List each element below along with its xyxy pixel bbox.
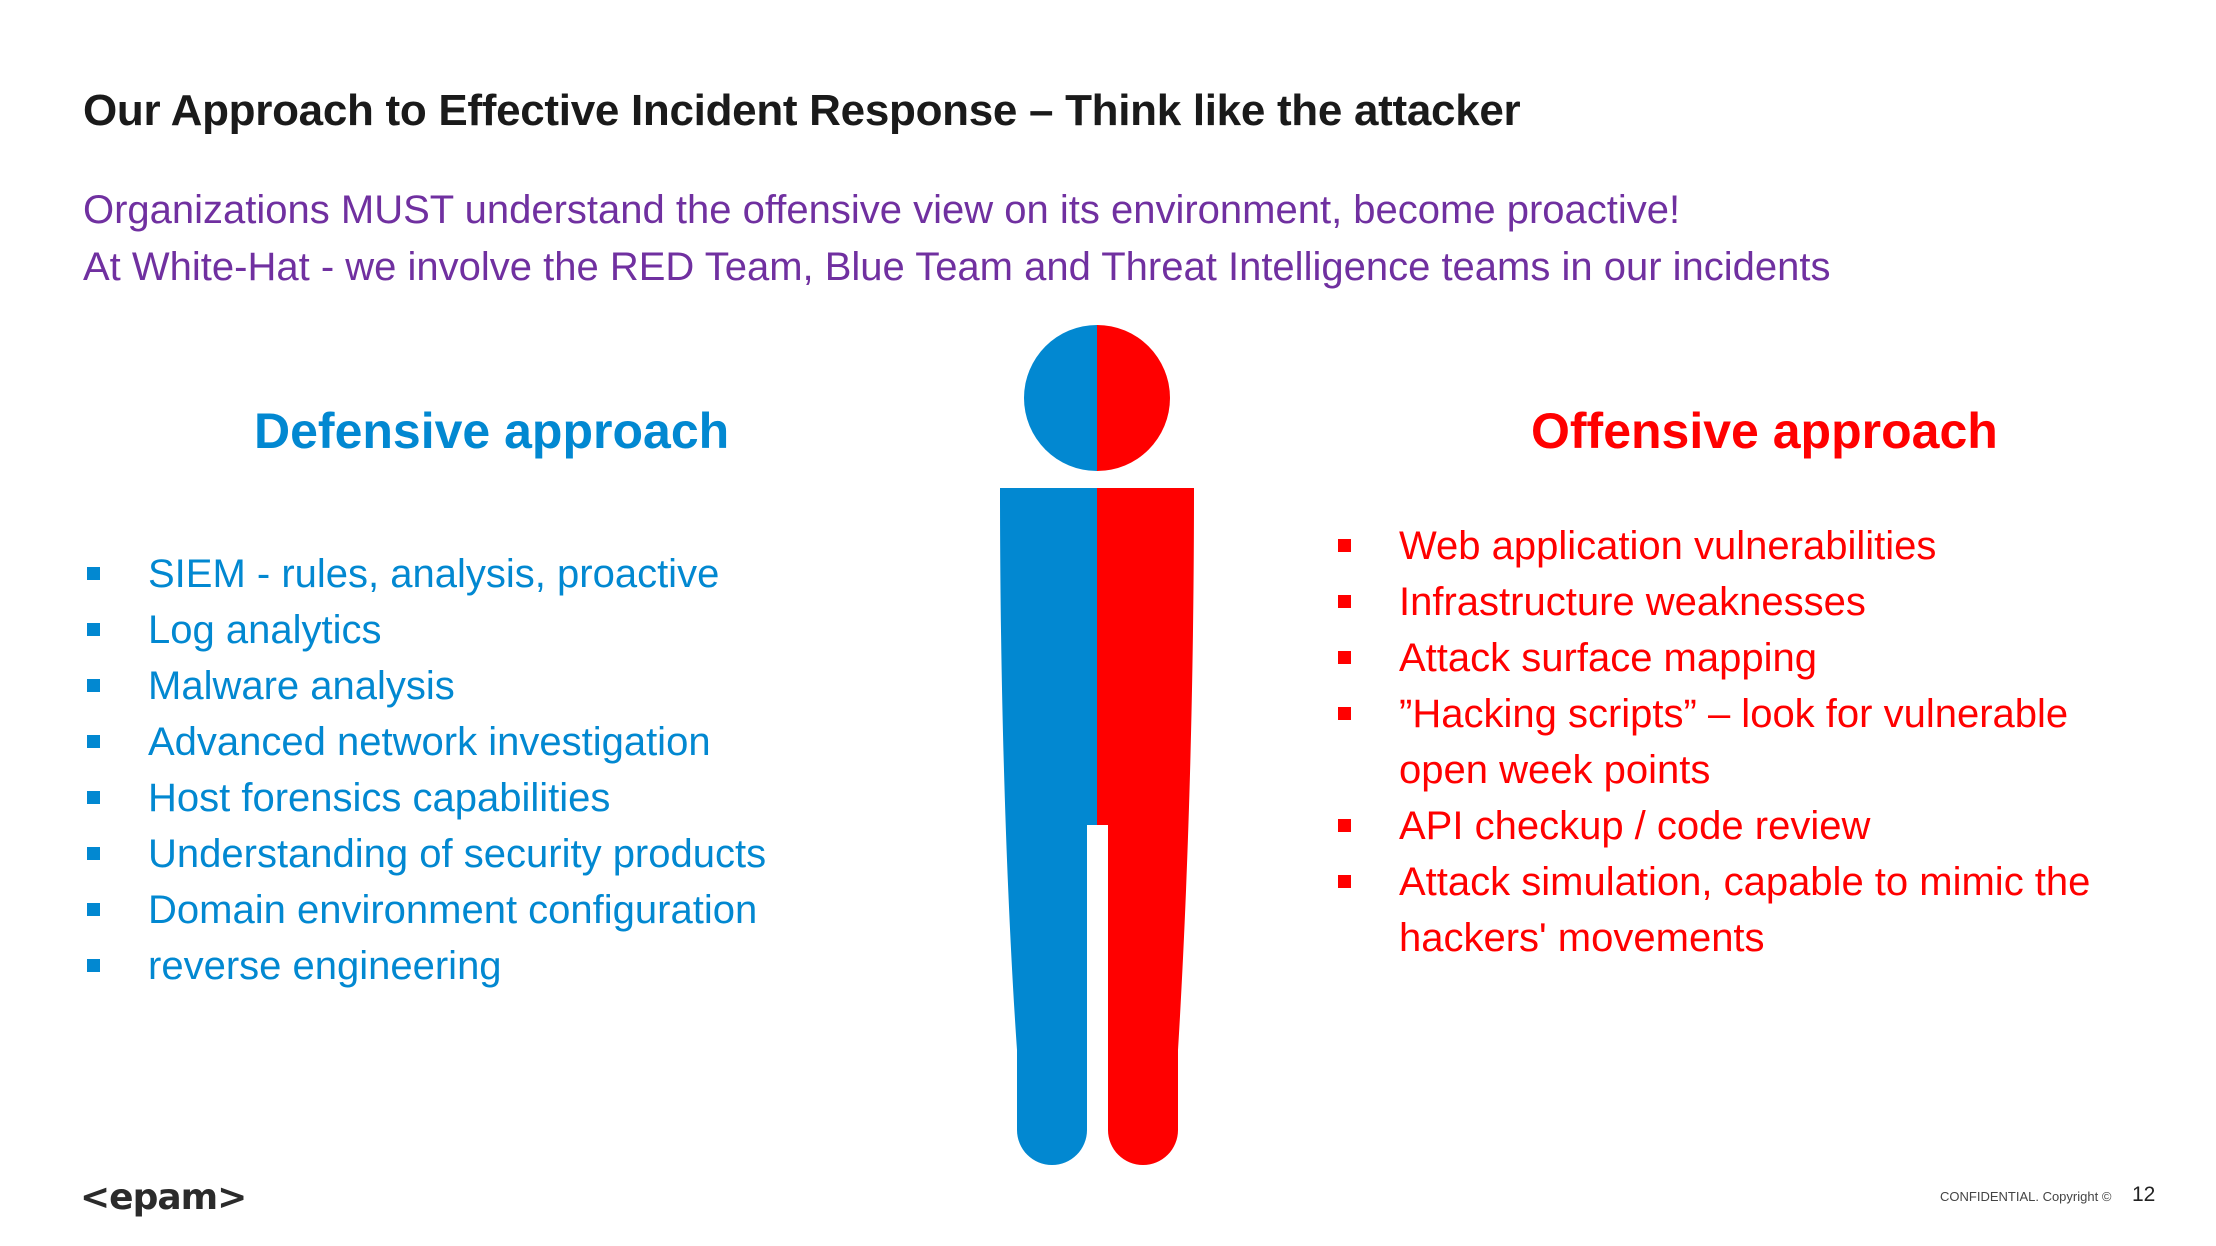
defensive-list: SIEM - rules, analysis, proactive Log an…	[84, 546, 884, 994]
epam-logo: <epam>	[80, 1177, 247, 1218]
list-item: API checkup / code review	[1335, 798, 2165, 854]
list-item-text: reverse engineering	[148, 944, 502, 988]
square-bullet-icon	[1338, 819, 1351, 832]
list-item: Attack simulation, capable to mimic the …	[1335, 854, 2165, 966]
list-item: SIEM - rules, analysis, proactive	[84, 546, 884, 602]
square-bullet-icon	[1338, 539, 1351, 552]
list-item-text: API checkup / code review	[1399, 804, 1871, 848]
list-item: Host forensics capabilities	[84, 770, 884, 826]
list-item: Infrastructure weaknesses	[1335, 574, 2165, 630]
square-bullet-icon	[87, 903, 100, 916]
square-bullet-icon	[87, 735, 100, 748]
list-item-text: Malware analysis	[148, 664, 455, 708]
square-bullet-icon	[1338, 707, 1351, 720]
list-item: Web application vulnerabilities	[1335, 518, 2165, 574]
head-left-half	[1024, 325, 1097, 471]
page-number: 12	[2132, 1183, 2156, 1206]
list-item-text: Understanding of security products	[148, 832, 767, 876]
offensive-heading: Offensive approach	[1531, 403, 1998, 459]
subtitle-line: Organizations MUST understand the offens…	[83, 188, 1681, 232]
square-bullet-icon	[1338, 651, 1351, 664]
square-bullet-icon	[87, 567, 100, 580]
body-left-half	[1000, 488, 1097, 1165]
list-item-text: Host forensics capabilities	[148, 776, 611, 820]
head-right-half	[1097, 325, 1170, 471]
body-right-half	[1097, 488, 1194, 1165]
square-bullet-icon	[87, 791, 100, 804]
list-item-text: Attack surface mapping	[1399, 636, 1817, 680]
list-item: Understanding of security products	[84, 826, 884, 882]
offensive-list: Web application vulnerabilities Infrastr…	[1335, 518, 2165, 966]
list-item-text: Attack simulation, capable to mimic the …	[1399, 860, 2091, 960]
list-item-text: Domain environment configuration	[148, 888, 758, 932]
list-item: ”Hacking scripts” – look for vulnerable …	[1335, 686, 2165, 798]
subtitle-line: At White-Hat - we involve the RED Team, …	[83, 245, 1831, 289]
person-figure-icon	[1000, 325, 1194, 1165]
list-item: reverse engineering	[84, 938, 884, 994]
list-item-text: Web application vulnerabilities	[1399, 524, 1937, 568]
defensive-heading: Defensive approach	[254, 403, 730, 459]
list-item-text: Log analytics	[148, 608, 382, 652]
square-bullet-icon	[87, 679, 100, 692]
square-bullet-icon	[1338, 875, 1351, 888]
square-bullet-icon	[87, 623, 100, 636]
list-item: Log analytics	[84, 602, 884, 658]
slide-subtitle: Organizations MUST understand the offens…	[83, 182, 1831, 296]
list-item: Attack surface mapping	[1335, 630, 2165, 686]
list-item-text: SIEM - rules, analysis, proactive	[148, 552, 720, 596]
square-bullet-icon	[1338, 595, 1351, 608]
slide-title: Our Approach to Effective Incident Respo…	[83, 86, 1521, 135]
list-item: Domain environment configuration	[84, 882, 884, 938]
list-item: Malware analysis	[84, 658, 884, 714]
confidential-notice: CONFIDENTIAL. Copyright ©	[1940, 1189, 2112, 1204]
list-item-text: Advanced network investigation	[148, 720, 711, 764]
square-bullet-icon	[87, 959, 100, 972]
list-item-text: Infrastructure weaknesses	[1399, 580, 1866, 624]
list-item-text: ”Hacking scripts” – look for vulnerable …	[1399, 692, 2069, 792]
list-item: Advanced network investigation	[84, 714, 884, 770]
square-bullet-icon	[87, 847, 100, 860]
